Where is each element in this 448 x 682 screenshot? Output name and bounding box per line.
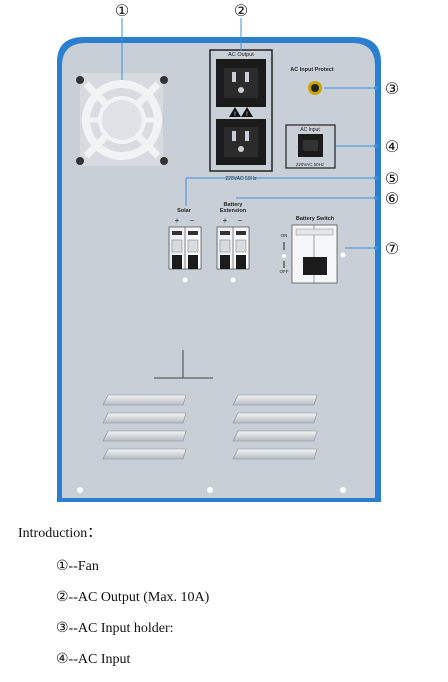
battery-switch: Battery Switch ON OFF	[280, 216, 346, 284]
introduction-item-3: ③--AC Input holder:	[56, 621, 174, 636]
leader-lines	[121, 18, 379, 251]
introduction-item-4: ④--AC Input	[56, 652, 131, 667]
callout-6: ⑥	[385, 191, 399, 208]
introduction-item-2: ②--AC Output (Max. 10A)	[56, 590, 210, 605]
inverter-rear-panel-diagram: AC Output ! ! 220VAC 50Hz AC Input Prote…	[57, 3, 399, 502]
mounting-hole	[207, 487, 213, 493]
callout-7: ⑦	[385, 241, 399, 258]
introduction-item-1: ①--Fan	[56, 559, 99, 574]
panel-t-mark	[154, 350, 213, 379]
solar-plus-sign: +	[175, 216, 180, 225]
ac-output-label: AC Output	[228, 52, 254, 58]
fan-screw	[76, 76, 84, 84]
fan-screw	[76, 157, 84, 165]
ac-input-protect: AC Input Protect	[290, 67, 334, 95]
ac-input-protect-label: AC Input Protect	[290, 67, 334, 73]
warning-icon: ! !	[229, 107, 253, 118]
battery-extension-label-line2: Extension	[220, 208, 247, 214]
fan-screw	[160, 157, 168, 165]
ac-input-label: AC Input	[300, 127, 320, 133]
callout-2: ②	[234, 3, 248, 20]
fan-screw	[160, 76, 168, 84]
battery-switch-label: Battery Switch	[296, 216, 335, 222]
solar-label: Solar	[177, 208, 192, 214]
vent-grille-right	[232, 394, 318, 460]
svg-text:!: !	[234, 112, 236, 118]
ac-output-block: AC Output ! ! 220VAC 50Hz	[209, 49, 273, 182]
introduction-section: Introduction： ①--Fan ②--AC Output (Max. …	[18, 522, 438, 682]
mounting-hole	[77, 487, 83, 493]
ac-input-rating: 220VAC 50Hz	[296, 162, 325, 167]
battery-extension-label-line1: Battery	[224, 202, 244, 208]
solar-breaker: Solar + −	[168, 208, 202, 283]
fan	[76, 73, 168, 166]
solar-minus-sign: −	[190, 216, 195, 225]
battery-minus-sign: −	[238, 216, 243, 225]
mounting-hole	[340, 487, 346, 493]
switch-off-label: OFF	[280, 269, 289, 274]
vent-grille-left	[102, 394, 187, 460]
battery-extension-breaker: Battery Extension + −	[216, 202, 250, 283]
callout-1: ①	[115, 3, 129, 20]
rear-panel-svg: AC Output ! ! 220VAC 50Hz AC Input Prote…	[57, 3, 399, 502]
ac-input-block: AC Input 220VAC 50Hz	[285, 124, 336, 169]
callout-3: ③	[385, 81, 399, 98]
svg-text:!: !	[246, 112, 248, 118]
battery-plus-sign: +	[223, 216, 228, 225]
introduction-title: Introduction：	[18, 526, 102, 541]
ac-output-rating: 220VAC 50Hz	[225, 176, 257, 182]
callout-4: ④	[385, 139, 399, 156]
switch-on-label: ON	[281, 233, 288, 238]
battery-switch-lever	[303, 257, 327, 275]
callout-5: ⑤	[385, 171, 399, 188]
